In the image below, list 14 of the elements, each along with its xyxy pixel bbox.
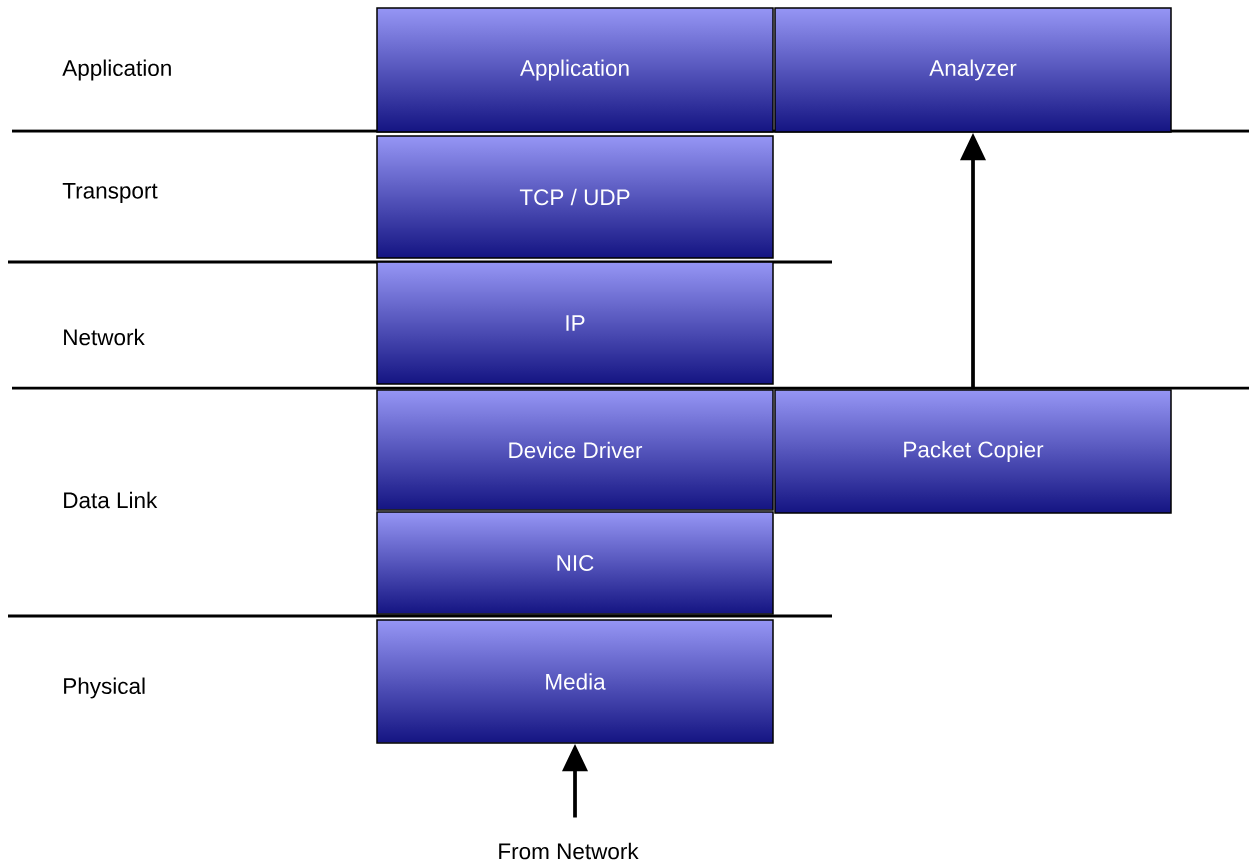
layer-box: TCP / UDP — [376, 135, 774, 259]
layer-label: Physical — [64, 677, 145, 699]
layer-label: Application — [62, 59, 171, 81]
layer-label: Network — [64, 328, 145, 346]
layer-label: Transport — [62, 182, 158, 204]
layer-box: Media — [376, 619, 774, 744]
source-label: From Network — [499, 842, 639, 860]
layer-box: Device Driver — [376, 389, 774, 511]
layer-box: NIC — [376, 511, 774, 615]
layer-box: Packet Copier — [774, 389, 1172, 514]
layer-box: Analyzer — [774, 7, 1172, 133]
layer-box: IP — [376, 261, 774, 385]
layer-box: Application — [376, 7, 774, 133]
layer-label: Data Link — [64, 491, 158, 509]
